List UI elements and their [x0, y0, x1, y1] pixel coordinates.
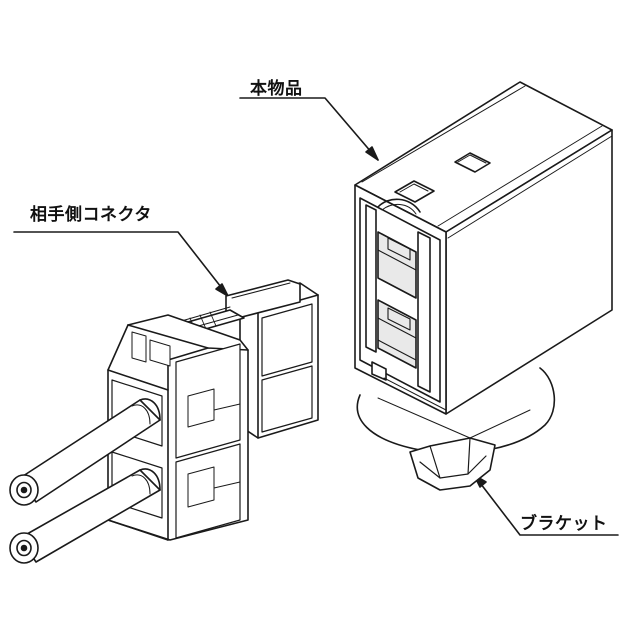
main-product-housing — [355, 82, 612, 490]
mating-connector — [10, 280, 318, 563]
leader-main-product — [240, 98, 378, 160]
leader-mating-connector — [14, 232, 228, 296]
leader-bracket — [474, 475, 618, 535]
